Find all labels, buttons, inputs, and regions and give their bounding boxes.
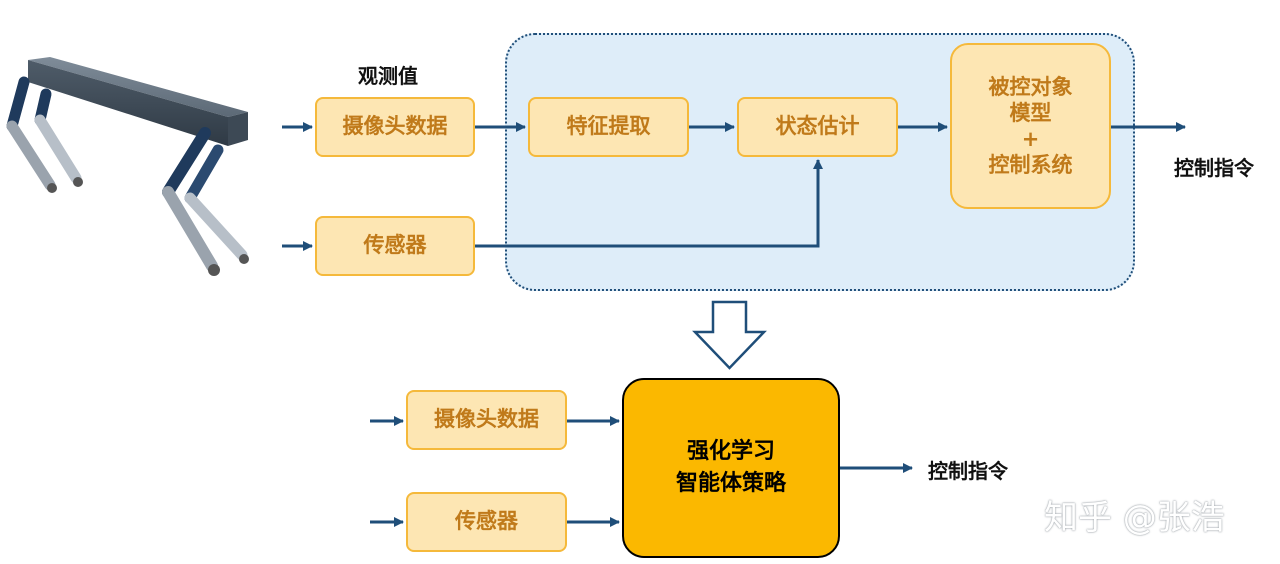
model-box-line-2: 模型 [1009, 100, 1052, 125]
arrow-sensor-to-state [474, 159, 823, 248]
zhihu-watermark: 知乎 @张浩 [1044, 498, 1225, 538]
observation-label: 观测值 [358, 64, 418, 88]
bottom-sensor-box: 传感器 [406, 492, 567, 552]
plant-model-control-system-box: 被控对象 模型 + 控制系统 [950, 43, 1111, 209]
hollow-down-arrow-icon [692, 300, 767, 370]
rl-box-line-1: 强化学习 [686, 439, 775, 465]
bottom-camera-data-box: 摄像头数据 [406, 390, 567, 450]
rl-agent-policy-box: 强化学习 智能体策略 [622, 378, 840, 558]
camera-data-box: 摄像头数据 [315, 97, 475, 157]
model-box-line-1: 被控对象 [988, 74, 1073, 99]
model-box-line-4: 控制系统 [988, 153, 1073, 178]
state-estimation-box: 状态估计 [737, 97, 898, 157]
feature-extraction-box: 特征提取 [528, 97, 689, 157]
rl-box-line-2: 智能体策略 [675, 471, 786, 496]
top-output-label: 控制指令 [1174, 156, 1254, 180]
bottom-output-label: 控制指令 [928, 459, 1008, 483]
model-box-line-3: + [1021, 127, 1040, 151]
sensor-box: 传感器 [315, 216, 475, 276]
robot-dog-illustration [6, 57, 249, 276]
